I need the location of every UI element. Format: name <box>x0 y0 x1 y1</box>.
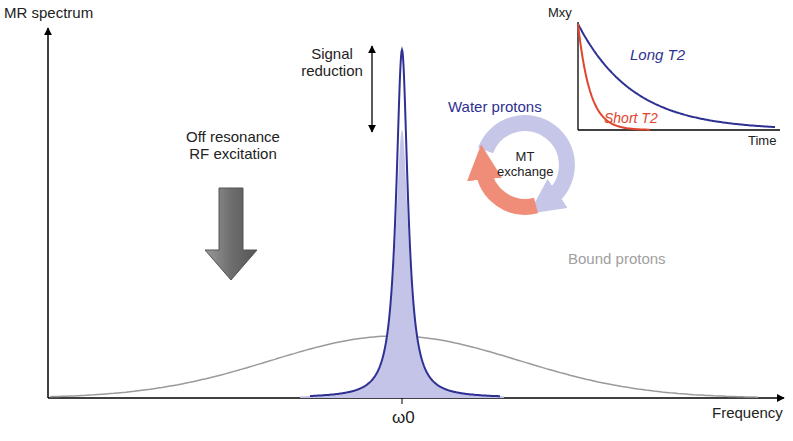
inset-y-axis <box>577 22 578 130</box>
long-t2-curve <box>578 24 775 127</box>
axis-tick-label: ω0 <box>392 408 415 428</box>
axis-label: MR spectrum <box>4 4 93 21</box>
exchange-label: MT exchange <box>497 150 553 180</box>
curve-label: Short T2 <box>604 110 658 126</box>
y-axis <box>47 28 49 398</box>
double-arrow <box>371 46 372 132</box>
axis-label: Frequency <box>712 404 783 421</box>
annotation: Off resonance RF excitation <box>185 128 281 163</box>
inset-axis-label: Mxy <box>548 6 572 21</box>
rf-arrow <box>205 188 257 280</box>
inset-axis-label: Time <box>748 134 776 149</box>
curve-label: Long T2 <box>630 46 685 63</box>
inset-x-axis <box>578 129 780 130</box>
species-label: Bound protons <box>568 250 666 267</box>
species-label: Water protons <box>448 98 542 115</box>
annotation: Signal reduction <box>300 45 364 80</box>
water-reduced-fill <box>300 130 504 398</box>
tick <box>402 398 403 404</box>
